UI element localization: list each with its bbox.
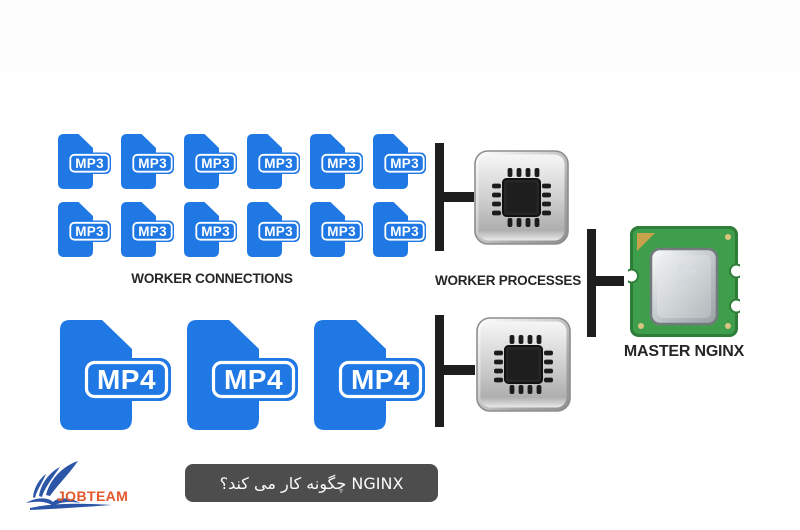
mp3-file-icon: MP3 <box>309 201 364 258</box>
mp3-file-icon: MP3 <box>57 201 112 258</box>
mp3-file-icon: MP3 <box>372 201 427 258</box>
mp4-file-icon: MP4 <box>185 318 300 432</box>
svg-text:MP3: MP3 <box>201 156 230 171</box>
mp3-file-icon: MP3 <box>120 201 175 258</box>
svg-text:MP3: MP3 <box>138 156 167 171</box>
svg-text:MP4: MP4 <box>224 364 283 395</box>
mp3-file-icon: MP3 <box>183 133 238 190</box>
svg-text:MP3: MP3 <box>75 224 104 239</box>
svg-text:MP4: MP4 <box>97 364 156 395</box>
mp4-row: MP4 MP4 MP4 <box>58 318 427 432</box>
connector-bracket-bottom-vertical <box>435 315 444 427</box>
svg-text:MP3: MP3 <box>390 224 419 239</box>
mp3-file-icon: MP3 <box>246 133 301 190</box>
master-nginx-chip-icon <box>624 224 744 339</box>
svg-text:MP3: MP3 <box>390 156 419 171</box>
svg-text:MP3: MP3 <box>138 224 167 239</box>
mp3-file-row: MP3 MP3 MP3 MP3 MP3 MP3 <box>57 201 427 258</box>
connector-bracket-top-vertical <box>435 143 444 251</box>
mp3-file-icon: MP3 <box>57 133 112 190</box>
svg-text:MP3: MP3 <box>327 224 356 239</box>
connector-bracket-top-stub <box>443 192 474 202</box>
caption-bar: NGINX چگونه کار می کند؟ <box>185 464 438 502</box>
svg-text:MP3: MP3 <box>264 224 293 239</box>
mp3-file-icon: MP3 <box>120 133 175 190</box>
connector-bracket-bottom-stub <box>443 365 475 375</box>
svg-text:MP4: MP4 <box>351 364 410 395</box>
connector-bracket-right-stub <box>595 276 624 286</box>
mp4-file-icon: MP4 <box>312 318 427 432</box>
jobteam-logo: JOBTEAM <box>22 459 152 513</box>
mp3-file-icon: MP3 <box>309 133 364 190</box>
worker-processes-label: WORKER PROCESSES <box>434 273 582 288</box>
mp3-file-icon: MP3 <box>372 133 427 190</box>
mp3-grid: MP3 MP3 MP3 MP3 MP3 MP3 MP3 <box>57 133 427 258</box>
worker-connections-label: WORKER CONNECTIONS <box>131 271 293 286</box>
mp3-file-icon: MP3 <box>183 201 238 258</box>
svg-text:MP3: MP3 <box>327 156 356 171</box>
caption-text: NGINX چگونه کار می کند؟ <box>219 473 404 493</box>
book-feather-icon <box>26 461 112 510</box>
connector-bracket-right-vertical <box>587 229 596 337</box>
svg-text:MP3: MP3 <box>264 156 293 171</box>
svg-text:MP3: MP3 <box>75 156 104 171</box>
jobteam-logo-text: JOBTEAM <box>57 488 128 504</box>
worker-process-chip-icon <box>475 316 572 413</box>
mp3-file-icon: MP3 <box>246 201 301 258</box>
svg-text:MP3: MP3 <box>201 224 230 239</box>
mp4-file-icon: MP4 <box>58 318 173 432</box>
mp3-file-row: MP3 MP3 MP3 MP3 MP3 MP3 <box>57 133 427 190</box>
background-band <box>0 0 800 72</box>
worker-process-chip-icon <box>473 149 570 246</box>
master-nginx-label: MASTER NGINX <box>623 343 745 360</box>
